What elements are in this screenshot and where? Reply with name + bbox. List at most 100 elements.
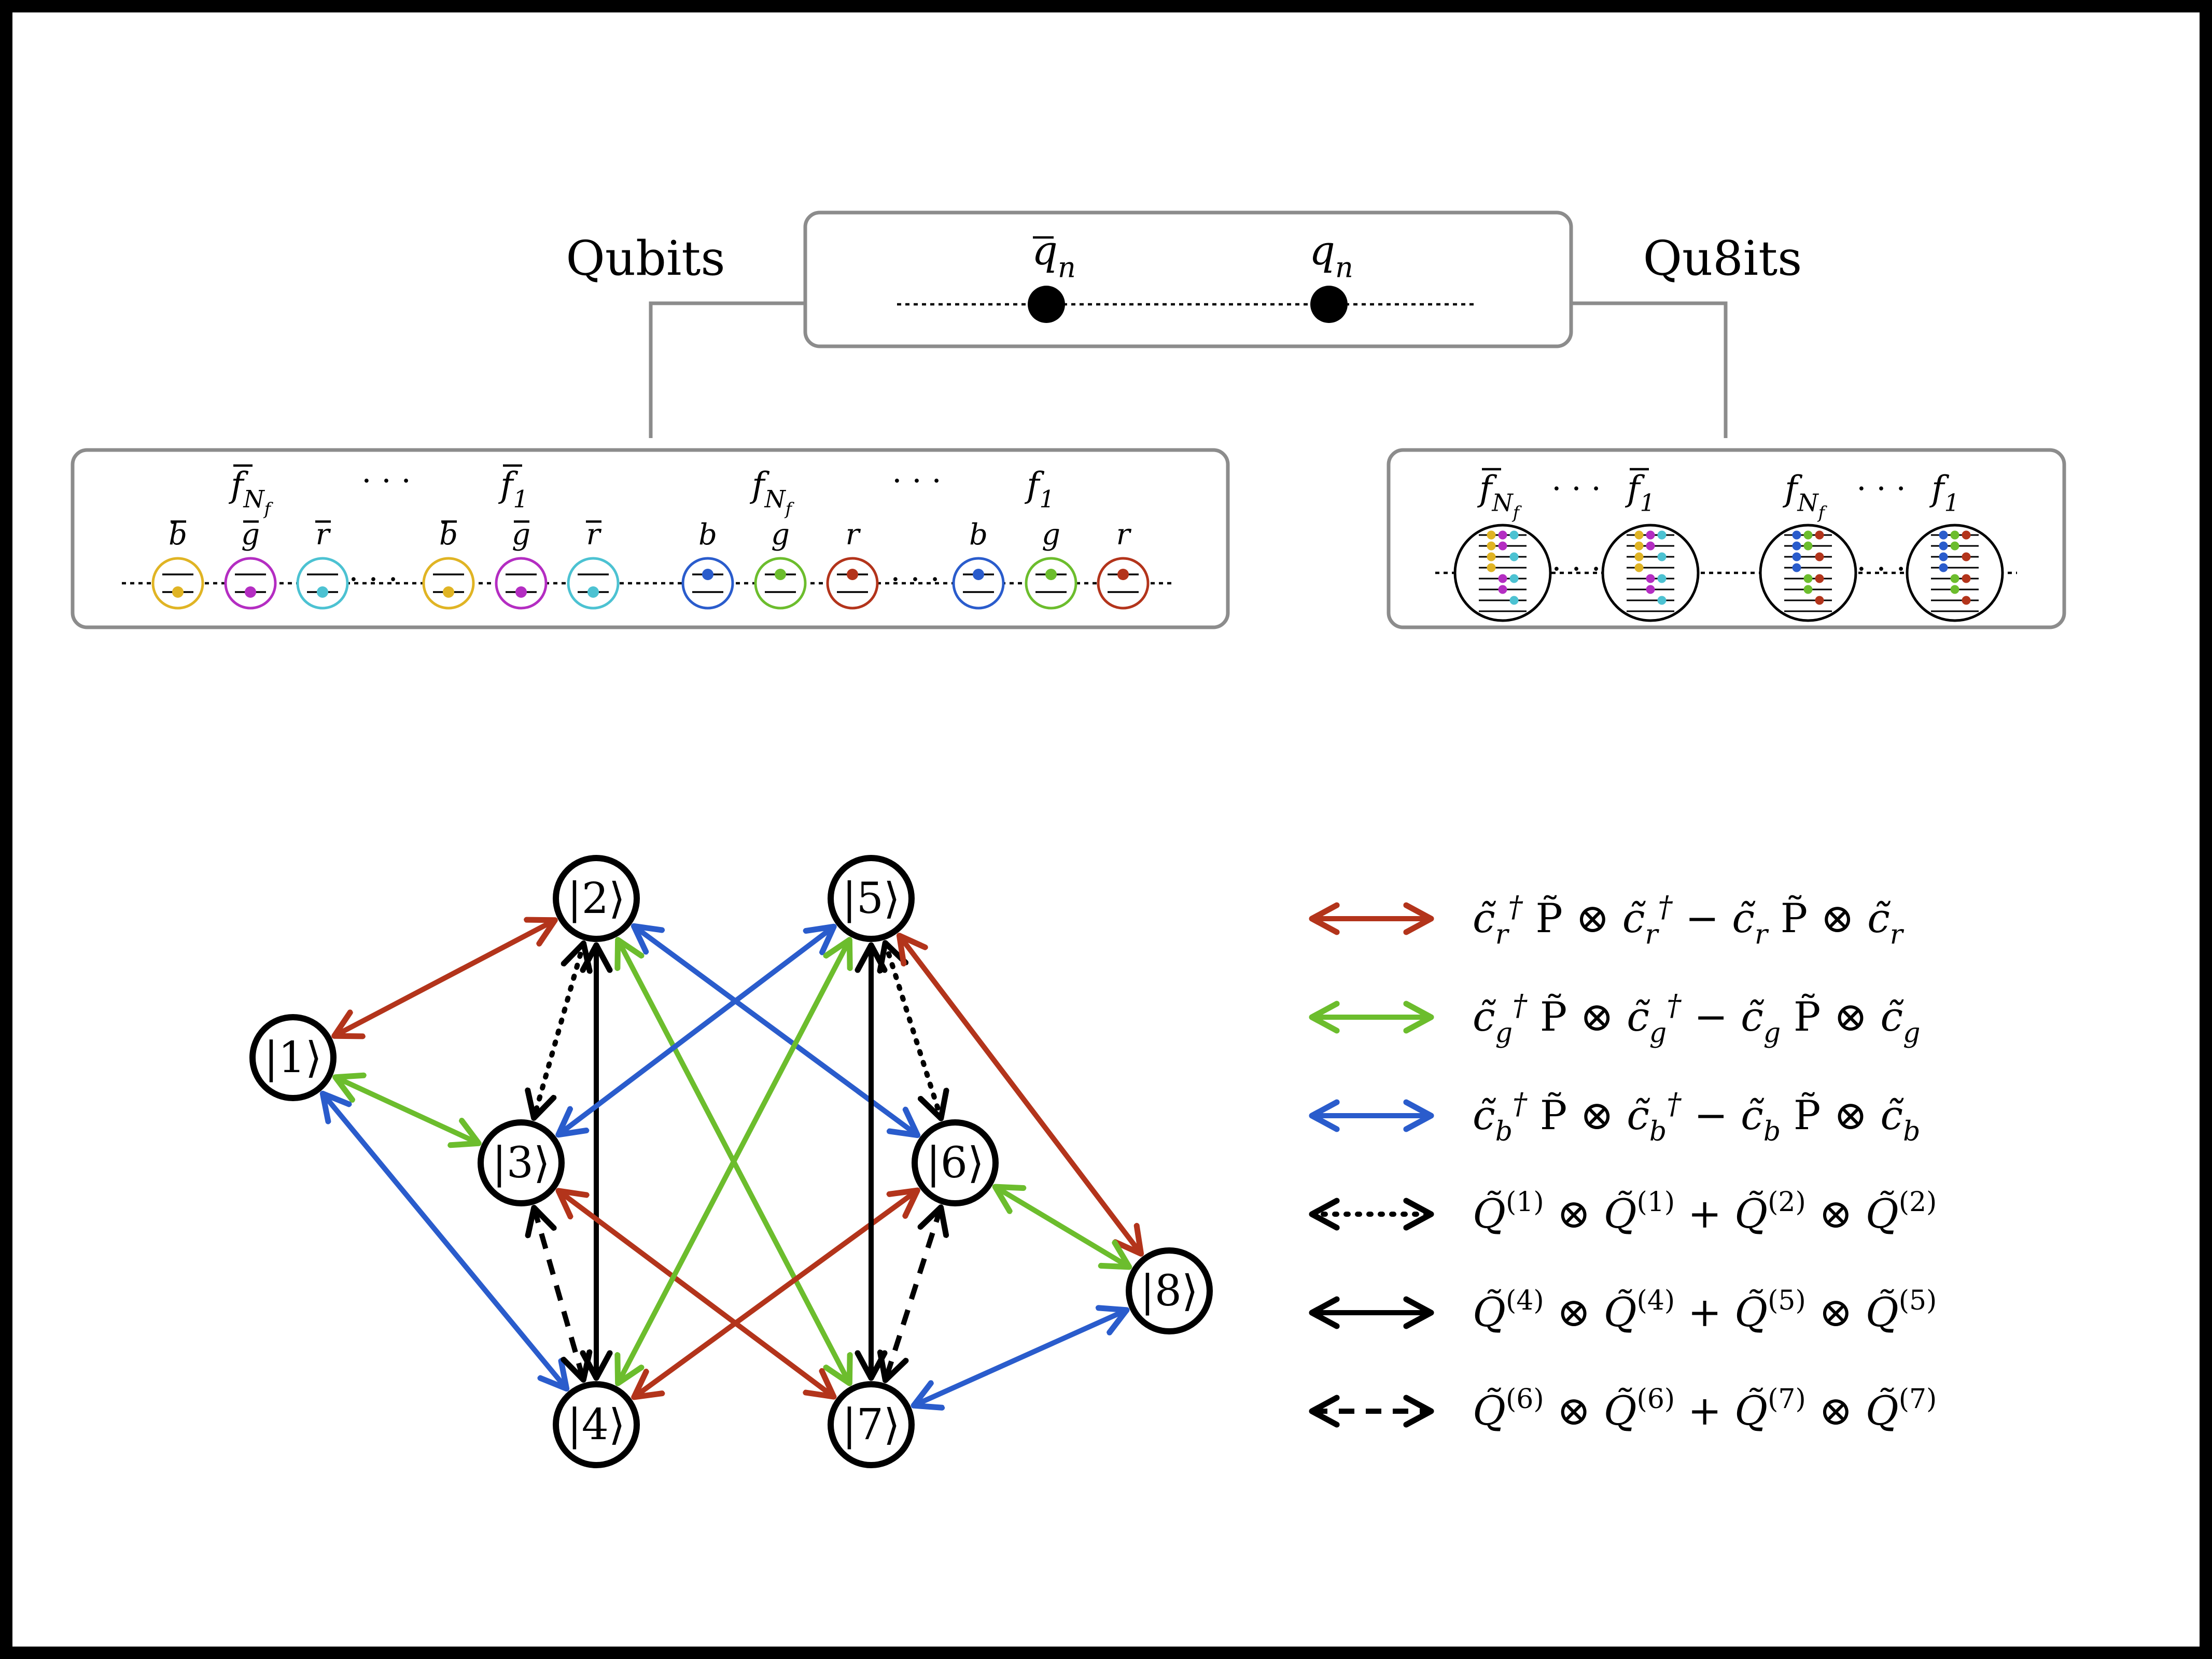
svg-text:fNf: fNf (1782, 469, 1828, 523)
ellipsis: · · · (361, 463, 411, 499)
color-label: b (698, 518, 717, 552)
antiquark-label: qn (1032, 228, 1076, 284)
svg-text:f1: f1 (498, 465, 528, 513)
qubit-g-bar (495, 557, 548, 610)
edge-2-6 (634, 926, 917, 1135)
state-node-6: |6⟩ (912, 1119, 999, 1206)
svg-text:qn: qn (1309, 228, 1353, 284)
qubit-b (952, 557, 1005, 610)
graph-nodes: |1⟩ |2⟩ |3⟩ |4⟩ |5⟩ |6⟩ |7⟩ |8⟩ (249, 855, 1213, 1468)
svg-text:qn: qn (1032, 228, 1076, 284)
connector-to-qubits (649, 301, 805, 438)
ellipsis: · · · (1551, 551, 1601, 587)
qubit-b-bar (151, 557, 204, 610)
state-label: |2⟩ (567, 874, 625, 923)
qubit-b-bar (422, 557, 475, 610)
edge-5-6 (885, 943, 941, 1118)
state-label: |5⟩ (842, 874, 900, 923)
qubit-r-bar (567, 557, 620, 610)
qubit-r (1097, 557, 1150, 610)
qu8its-title: Qu8its (1643, 231, 1802, 286)
qu8it-register (1906, 524, 2004, 622)
qubit-flavor-label: f1 (498, 464, 528, 513)
edge-1-2 (334, 920, 555, 1036)
legend-item-dotted: Q̃(1) ⊗ Q̃(1) + Q̃(2) ⊗ Q̃(2) (1312, 1187, 1937, 1238)
qu8its-box (1387, 448, 2066, 629)
legend-label: c̃g† P̃ ⊗ c̃g† − c̃g P̃ ⊗ c̃g (1473, 989, 1920, 1049)
qubit-g (1025, 557, 1077, 610)
quark-box (803, 210, 1573, 348)
state-label: |1⟩ (264, 1033, 322, 1082)
state-node-5: |5⟩ (828, 855, 915, 942)
quark-dot (1310, 286, 1348, 323)
edge-2-3 (534, 944, 584, 1118)
edge-6-8 (995, 1187, 1129, 1267)
state-node-8: |8⟩ (1126, 1247, 1213, 1334)
color-label: b (969, 518, 988, 552)
qubit-r-bar (296, 557, 349, 610)
state-node-4: |4⟩ (553, 1381, 640, 1468)
ellipsis: · · · (348, 561, 398, 598)
edge-4-6 (634, 1190, 918, 1397)
legend-label: c̃r† P̃ ⊗ c̃r† − c̃r P̃ ⊗ c̃r (1473, 890, 1905, 950)
color-label: g (1042, 518, 1060, 552)
state-label: |7⟩ (842, 1400, 900, 1450)
color-label: r (846, 518, 861, 552)
ellipsis: · · · (1856, 471, 1906, 507)
state-node-1: |1⟩ (249, 1014, 337, 1101)
quark-label: qn (1309, 228, 1353, 284)
qu8it-flavor-label: fNf (1782, 469, 1828, 523)
qubit-b (681, 557, 734, 610)
qubit-g-bar (224, 557, 277, 610)
color-label: r (1116, 518, 1132, 552)
color-label: g (771, 518, 790, 552)
edge-3-4 (534, 1208, 583, 1380)
color-label: g (512, 518, 530, 552)
ellipsis: · · · (1551, 471, 1601, 507)
qu8it-flavor-label: f1 (1929, 469, 1959, 517)
state-node-3: |3⟩ (478, 1119, 565, 1206)
legend-item-dashed: Q̃(6) ⊗ Q̃(6) + Q̃(7) ⊗ Q̃(7) (1312, 1384, 1937, 1435)
connector-to-qu8its (1571, 301, 1728, 438)
legend: c̃r† P̃ ⊗ c̃r† − c̃r P̃ ⊗ c̃r c̃g† P̃ ⊗ c… (1312, 890, 1937, 1435)
edge-3-7 (558, 1191, 834, 1397)
qu8it-register (1601, 524, 1700, 622)
ellipsis: · · · (890, 561, 940, 598)
state-node-2: |2⟩ (553, 855, 640, 942)
legend-item-green: c̃g† P̃ ⊗ c̃g† − c̃g P̃ ⊗ c̃g (1312, 989, 1920, 1049)
quark-labels: qn qn (1032, 228, 1353, 284)
qubit-r (826, 557, 879, 610)
color-label: b (439, 518, 458, 552)
legend-label: Q̃(4) ⊗ Q̃(4) + Q̃(5) ⊗ Q̃(5) (1473, 1285, 1937, 1336)
state-label: |8⟩ (1140, 1267, 1198, 1316)
antiquark-dot (1028, 286, 1065, 323)
svg-text:f1: f1 (1929, 469, 1959, 517)
legend-label: Q̃(6) ⊗ Q̃(6) + Q̃(7) ⊗ Q̃(7) (1473, 1384, 1937, 1435)
color-label: r (586, 518, 602, 552)
color-label: b (169, 518, 187, 552)
qubit-g (754, 557, 807, 610)
legend-label: c̃b† P̃ ⊗ c̃b† − c̃b P̃ ⊗ c̃b (1473, 1087, 1920, 1147)
edge-6-7 (885, 1207, 941, 1381)
qubits-title: Qubits (566, 231, 725, 286)
ellipsis: · · · (892, 463, 941, 499)
color-label: g (241, 518, 260, 552)
edge-3-5 (558, 926, 834, 1134)
top-section: qn qn Qubits Qu8its (566, 210, 1802, 438)
state-graph: |1⟩ |2⟩ |3⟩ |4⟩ |5⟩ |6⟩ |7⟩ |8⟩ (249, 855, 1213, 1468)
edge-7-8 (914, 1310, 1127, 1405)
graph-edges (323, 920, 1141, 1405)
legend-item-red: c̃r† P̃ ⊗ c̃r† − c̃r P̃ ⊗ c̃r (1312, 890, 1905, 950)
legend-item-solid: Q̃(4) ⊗ Q̃(4) + Q̃(5) ⊗ Q̃(5) (1312, 1285, 1937, 1336)
legend-label: Q̃(1) ⊗ Q̃(1) + Q̃(2) ⊗ Q̃(2) (1473, 1187, 1937, 1238)
qu8it-register (1453, 524, 1552, 622)
color-label: r (316, 518, 331, 552)
ellipsis: · · · (1856, 551, 1906, 587)
state-label: |4⟩ (567, 1400, 625, 1450)
qu8it-register (1759, 524, 1857, 622)
state-label: |3⟩ (492, 1138, 550, 1188)
